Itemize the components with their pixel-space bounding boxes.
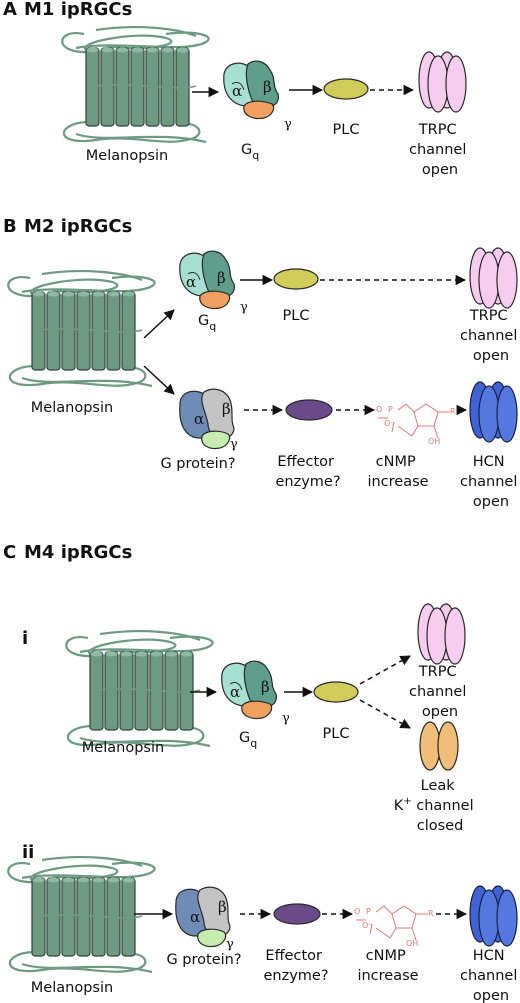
beta-a: β: [263, 78, 272, 96]
panel-b-letter: B: [3, 216, 17, 237]
melanopsin-c-ii: [7, 856, 156, 974]
gq-label-c-i: Gq: [239, 730, 257, 750]
plc-label-c-i: PLC: [323, 726, 350, 742]
chem-o-b: O: [376, 405, 382, 414]
trpc-channel-b: [469, 247, 518, 309]
arrow-b-down: [143, 365, 175, 395]
chem-oh-b: OH: [428, 437, 440, 446]
alpha-c-i: α: [230, 683, 240, 701]
g-protein-label-c-ii: G protein?: [166, 952, 241, 968]
chem-o-c-ii: O: [354, 907, 360, 916]
trpc-label-a: TRPC channel open: [409, 122, 471, 178]
gq-label-b: Gq: [198, 313, 216, 333]
effector-enzyme-b: [285, 399, 333, 421]
panel-c-letter: C: [3, 542, 16, 563]
hcn-channel-b: [469, 381, 518, 443]
trpc-channel-a: [418, 51, 467, 113]
leak-label-c-i: Leak K+ channel closed: [394, 778, 479, 834]
g-protein-c-ii: [175, 886, 231, 948]
beta-c-i: β: [261, 678, 270, 696]
plc-a: [323, 78, 369, 100]
hcn-label-b: HCN channel open: [460, 454, 520, 510]
panel-c-sub-i: i: [22, 628, 28, 649]
panel-c-sub-ii: ii: [22, 842, 34, 863]
plc-label-a: PLC: [333, 122, 360, 138]
gamma-a: γ: [284, 117, 292, 132]
alpha-c-ii: α: [190, 908, 200, 926]
effector-enzyme-c-ii: [273, 903, 321, 925]
plc-b: [273, 268, 319, 290]
chem-r-c-ii: R: [428, 909, 434, 918]
alpha-b2: α: [194, 410, 204, 428]
trpc-channel-c-i: [417, 603, 466, 665]
melanopsin-label-b: Melanopsin: [31, 400, 113, 416]
chem-ominus-c-ii: O⁻: [362, 921, 373, 930]
arrow-c-i-up: [359, 655, 411, 685]
hcn-label-c-ii: HCN channel open: [460, 948, 520, 1003]
cnmp-label-b: cNMP increase: [367, 454, 428, 490]
chem-p-b: P: [388, 405, 393, 414]
cnmp-label-c-ii: cNMP increase: [357, 948, 418, 984]
plc-label-b: PLC: [283, 308, 310, 324]
hcn-channel-c-ii: [469, 885, 518, 947]
chem-oh-c-ii: OH: [406, 939, 418, 948]
melanopsin-label-c-ii: Melanopsin: [31, 980, 113, 996]
beta-b: β: [217, 269, 226, 287]
panel-b-title: M2 ipRGCs: [24, 216, 132, 237]
g-protein-label-b: G protein?: [160, 456, 235, 472]
gamma-c-ii: γ: [226, 937, 234, 952]
melanopsin-label-c-i: Melanopsin: [82, 740, 164, 756]
alpha-b: α: [186, 273, 196, 291]
trpc-label-b: TRPC channel open: [460, 308, 520, 364]
beta-c-ii: β: [218, 898, 227, 916]
melanopsin-label-a: Melanopsin: [86, 148, 168, 164]
leak-k-channel-c-i: [419, 721, 459, 771]
effector-label-c-ii: Effector enzyme?: [263, 948, 328, 984]
melanopsin-c-i: [65, 630, 214, 748]
trpc-label-c-i: TRPC channel open: [409, 664, 471, 720]
chem-ominus-b: O⁻: [384, 419, 395, 428]
melanopsin-a: [61, 26, 210, 144]
effector-label-b: Effector enzyme?: [275, 454, 340, 490]
arrow-b-up: [143, 309, 175, 339]
gamma-b: γ: [240, 300, 248, 315]
panel-a-letter: A: [3, 0, 17, 20]
panel-a-title: M1 ipRGCs: [24, 0, 132, 20]
panel-c-title: M4 ipRGCs: [24, 542, 132, 563]
beta-b2: β: [222, 400, 231, 418]
gamma-b2: γ: [230, 437, 238, 452]
alpha-a: α: [232, 82, 242, 100]
arrow-c-i-down: [359, 699, 411, 729]
melanopsin-b: [7, 270, 156, 388]
gamma-c-i: γ: [282, 711, 290, 726]
chem-p-c-ii: P: [366, 907, 371, 916]
plc-c-i: [313, 681, 359, 703]
gq-label-a: Gq: [241, 142, 259, 162]
chem-r-b: R: [450, 407, 456, 416]
g-protein-b: [179, 388, 235, 450]
